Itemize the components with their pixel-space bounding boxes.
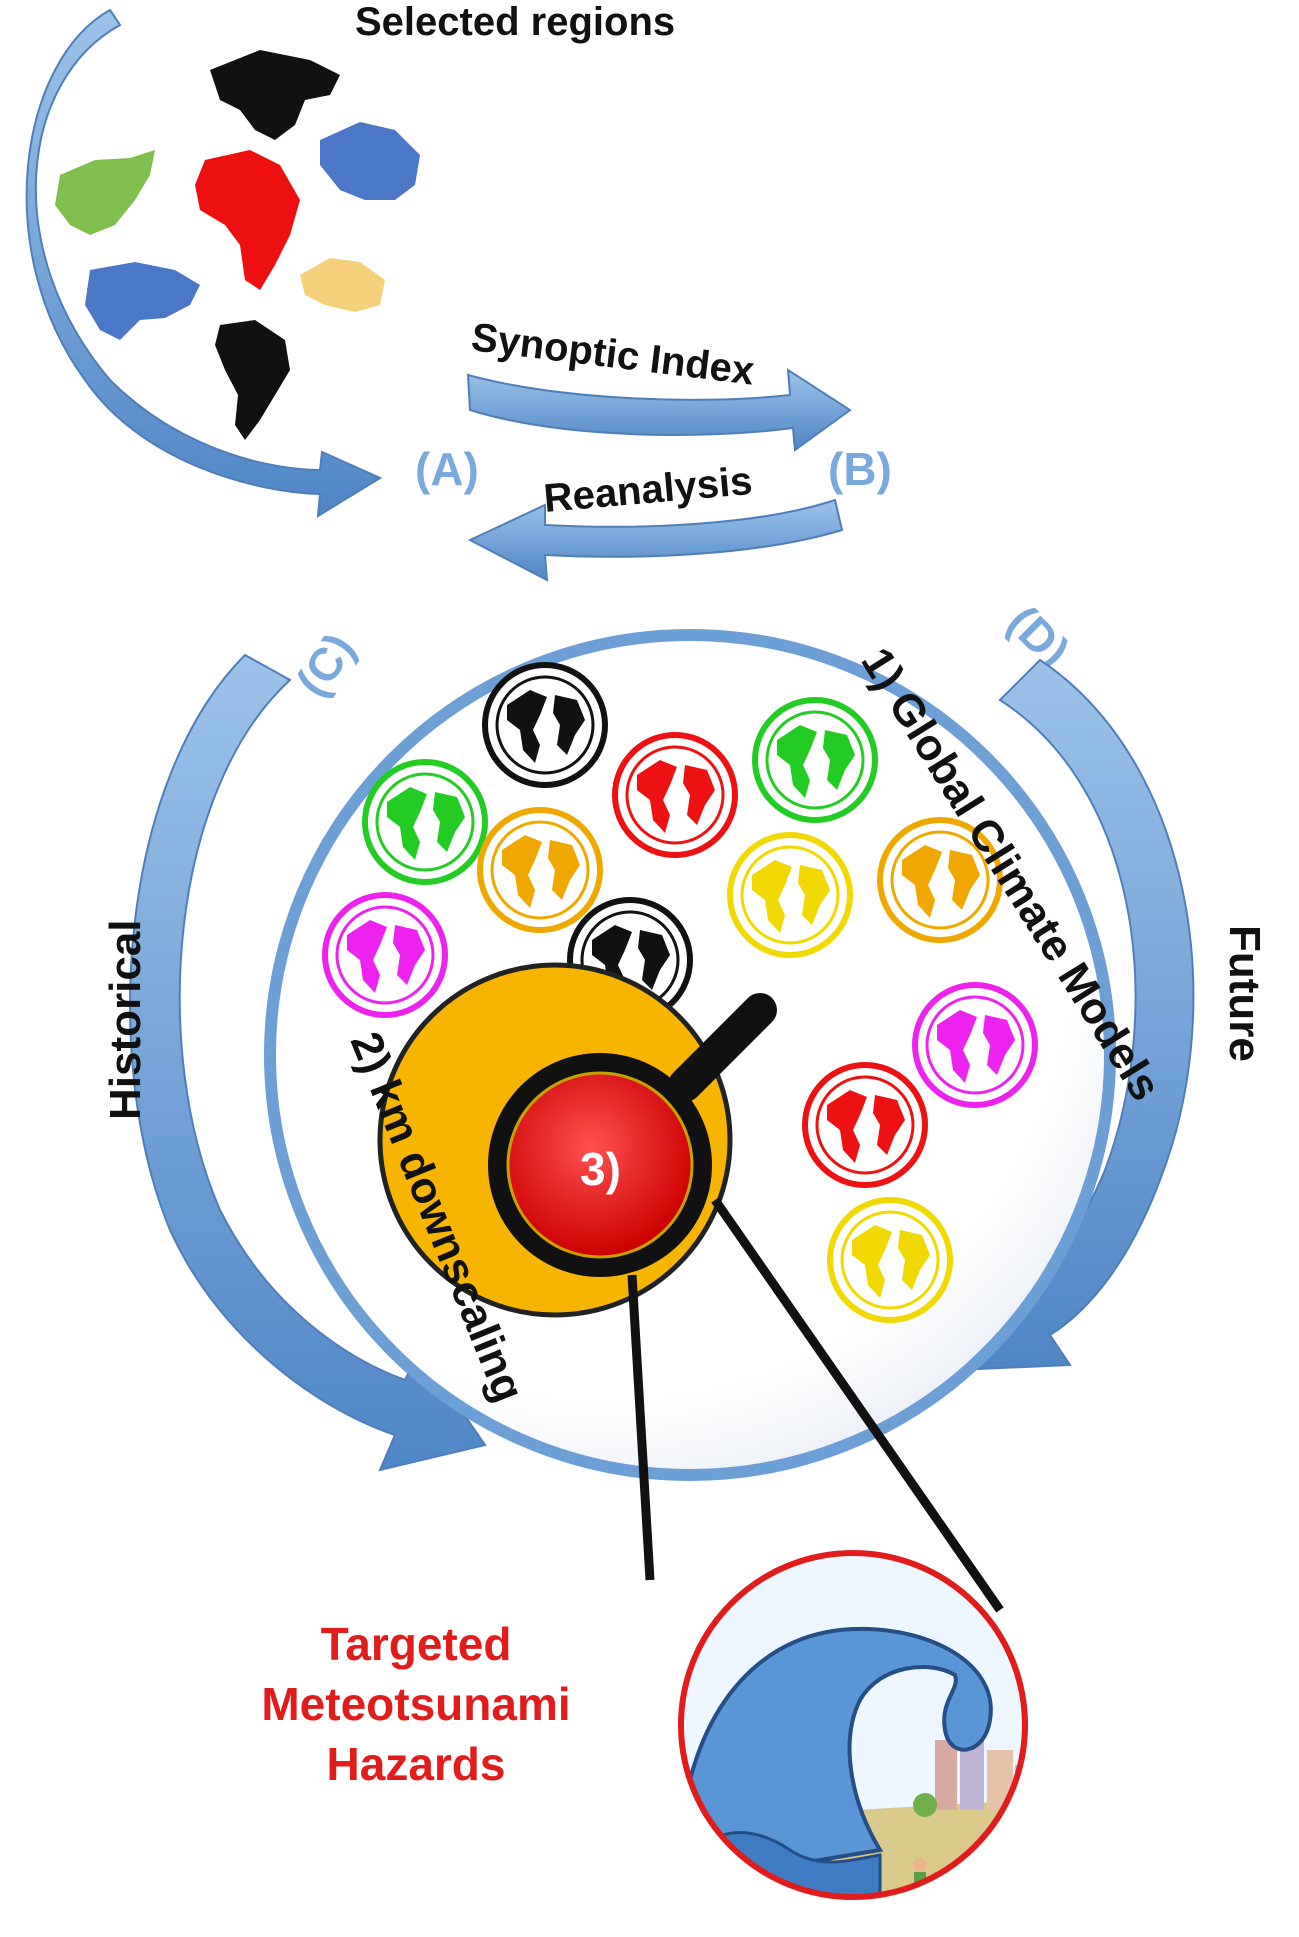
globe-model-icon	[477, 807, 603, 933]
label-b: (B)	[828, 443, 892, 495]
selected-regions-title: Selected regions	[355, 0, 675, 44]
meteotsunami-hazard-illustration	[678, 1550, 1028, 1900]
zoom-lines	[627, 1197, 1004, 1613]
globe-model-icon	[802, 1062, 928, 1188]
globe-model-icon	[877, 817, 1003, 943]
globe-model-icon	[482, 662, 608, 788]
europe-map	[55, 150, 155, 235]
step-3-label: 3)	[580, 1143, 621, 1195]
globes-group	[322, 662, 1038, 1323]
synoptic-index-label: Synoptic Index	[469, 315, 757, 393]
globe-model-icon	[752, 697, 878, 823]
future-arrow	[953, 658, 1195, 1372]
globe-model-icon	[912, 982, 1038, 1108]
synoptic-index-arrow	[466, 368, 852, 452]
hazard-title-line-3: Hazards	[327, 1738, 506, 1790]
historical-label: Historical	[101, 919, 150, 1120]
australia-map	[300, 258, 385, 312]
globe-model-icon	[827, 1197, 953, 1323]
regions-loop-arrow	[25, 8, 383, 518]
south-america-map	[215, 320, 290, 440]
globe-model-icon	[727, 832, 853, 958]
label-a: (A)	[415, 443, 479, 495]
antarctica-map	[320, 122, 420, 200]
globe-model-icon	[322, 892, 448, 1018]
magnifier-icon	[488, 993, 777, 1277]
asia-map	[85, 262, 200, 340]
continents-group	[55, 50, 420, 440]
hazard-title-line-1: Targeted	[321, 1618, 512, 1670]
hazard-title-line-2: Meteotsunami	[261, 1678, 570, 1730]
historical-arrow	[129, 653, 487, 1472]
globe-model-icon	[362, 759, 488, 885]
north-america-map	[210, 50, 340, 140]
africa-map	[195, 150, 300, 290]
globe-model-icon	[612, 732, 738, 858]
reanalysis-arrow	[467, 498, 844, 582]
future-label: Future	[1220, 925, 1269, 1062]
reanalysis-label: Reanalysis	[542, 459, 754, 521]
label-c: (C)	[286, 624, 365, 706]
